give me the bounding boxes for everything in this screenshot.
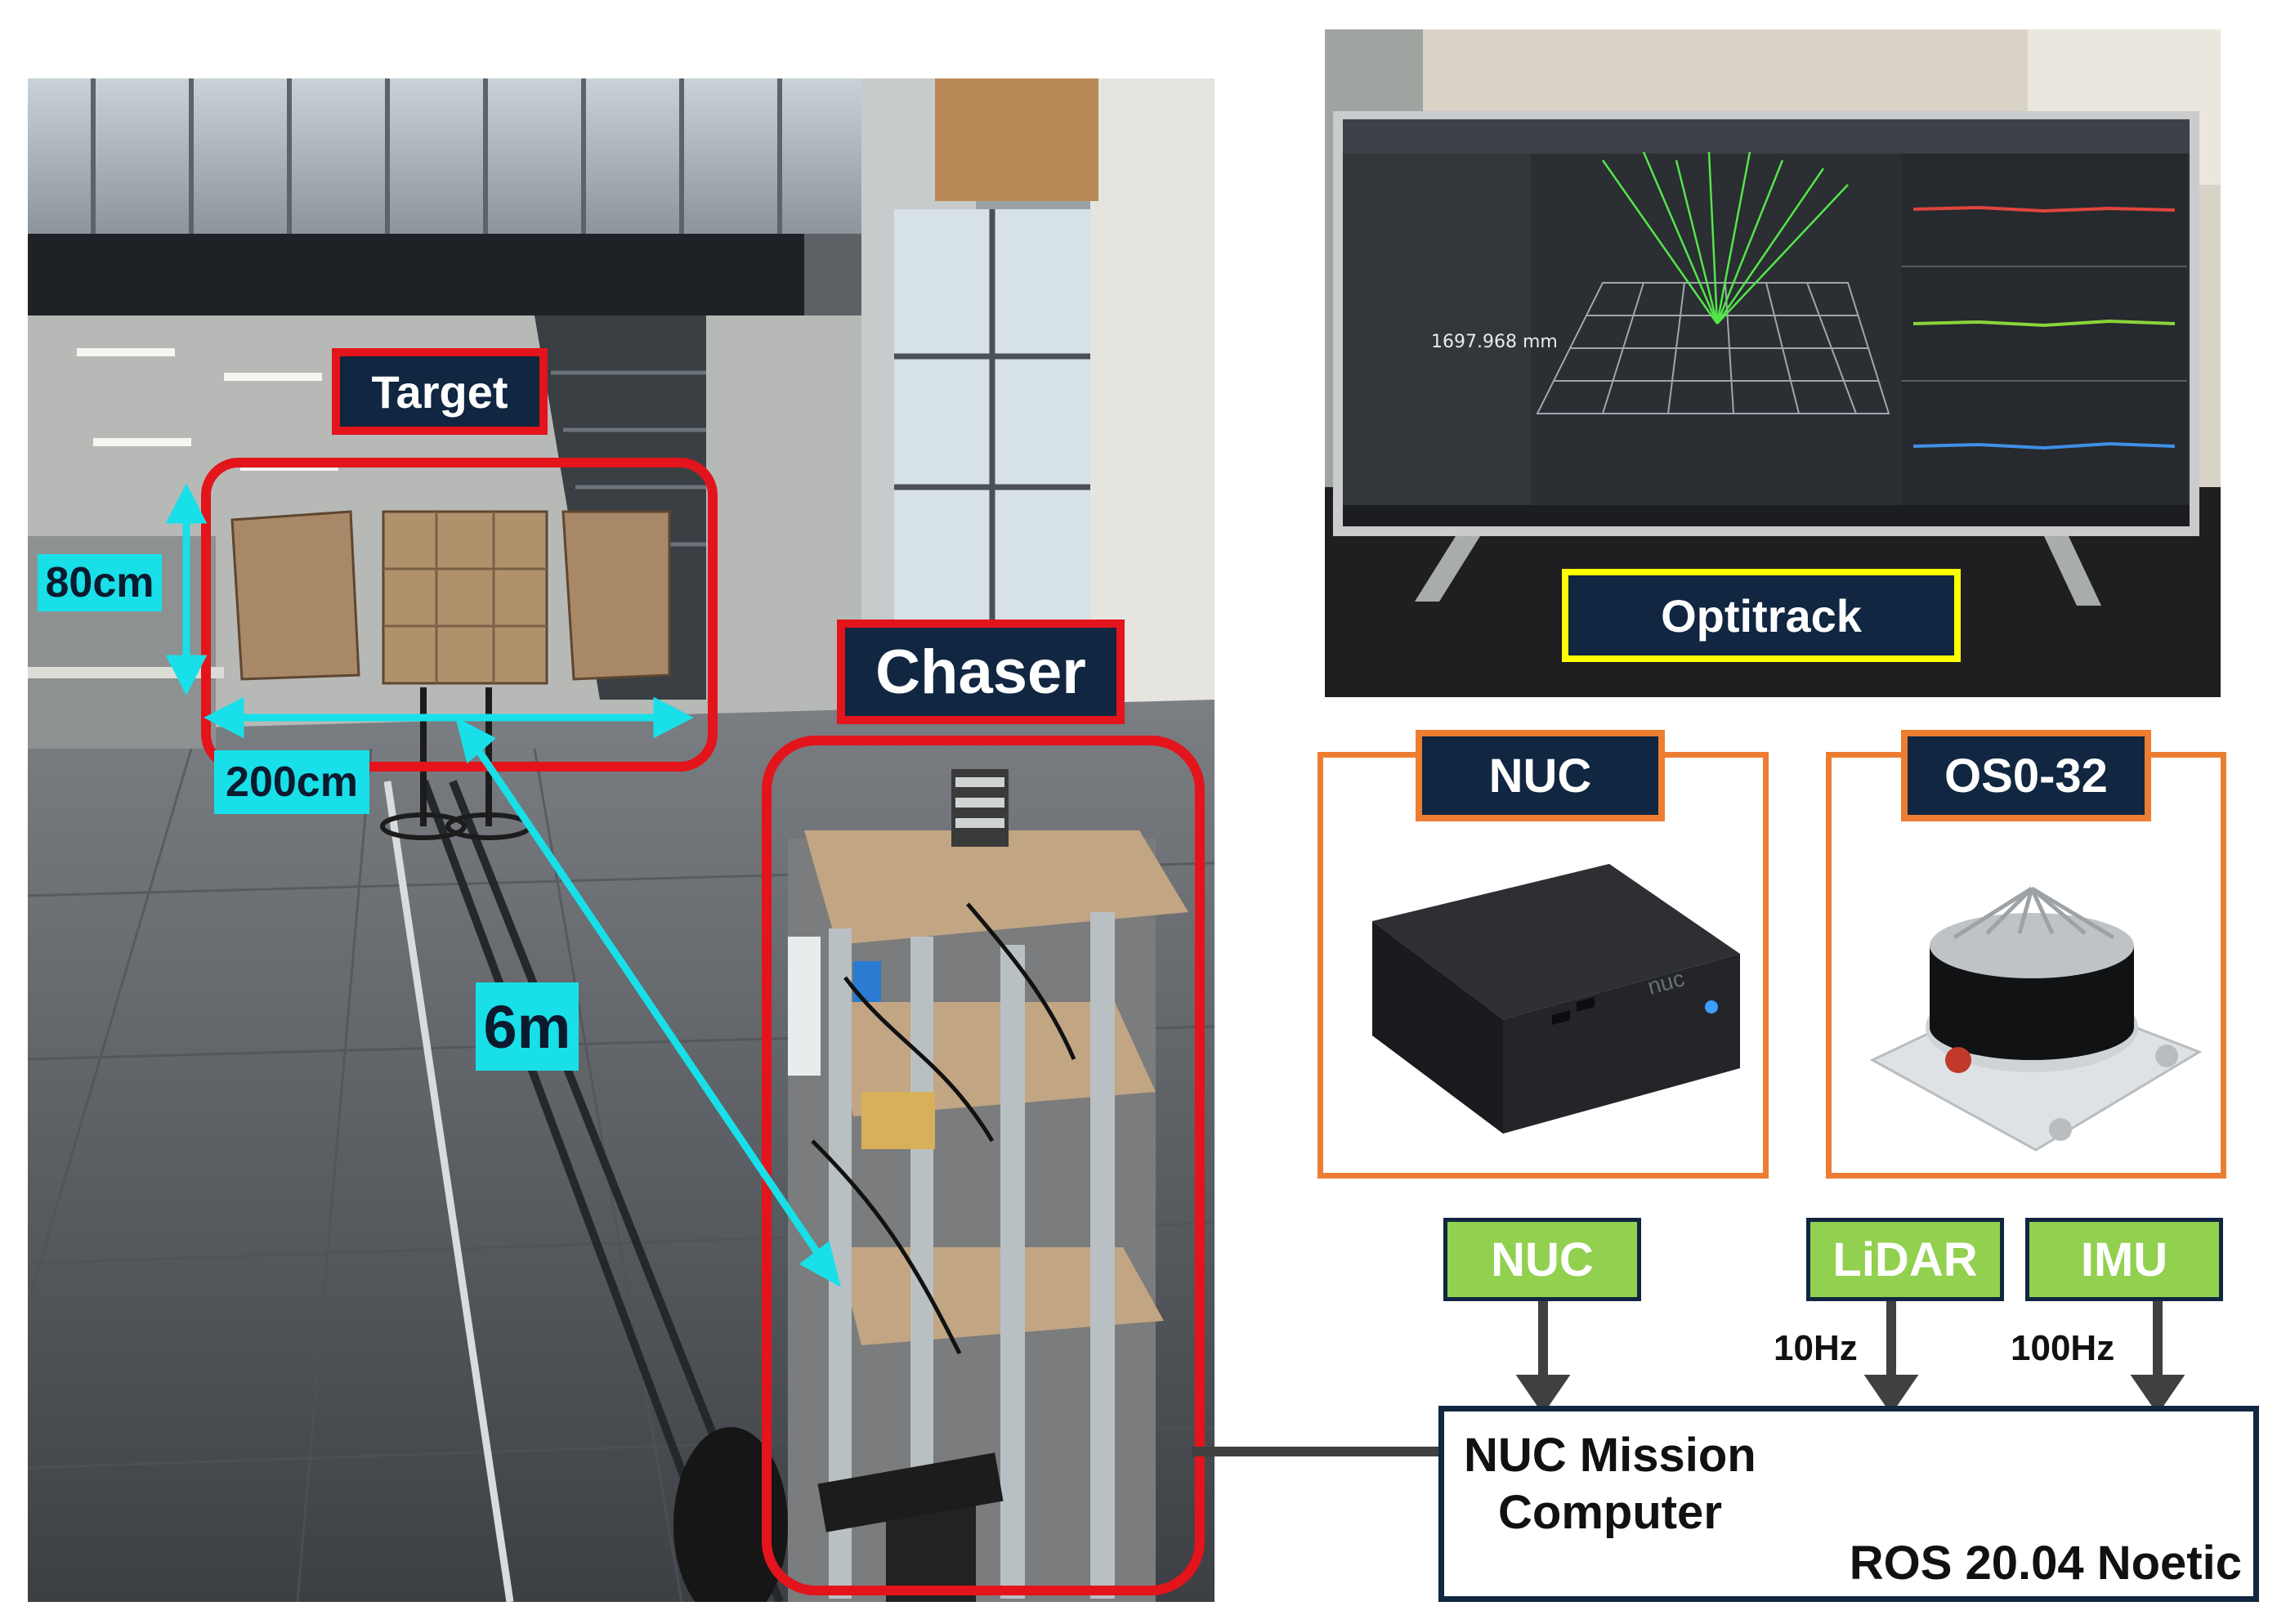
lab-scene	[28, 78, 1215, 1602]
nuc-box-title: NUC	[1416, 730, 1665, 821]
optitrack-photo: 1697.968 mm Optitrack	[1325, 29, 2221, 697]
input-lidar-block: LiDAR	[1806, 1218, 2004, 1301]
lidar-box-title: OS0-32	[1901, 730, 2151, 821]
experiment-photo: Target Chaser 80cm 200cm 6m	[28, 78, 1215, 1602]
input-imu-block: IMU	[2025, 1218, 2223, 1301]
optitrack-label: Optitrack	[1562, 569, 1961, 662]
mission-computer-title-line2: Computer	[1498, 1486, 1722, 1539]
mission-computer-os: ROS 20.04 Noetic	[1849, 1537, 2242, 1590]
chaser-highlight	[762, 736, 1205, 1595]
mission-computer-title-line1: NUC Mission	[1464, 1429, 1756, 1482]
monitor-readout: 1697.968 mm	[1431, 332, 1558, 352]
height-dimension-label: 80cm	[38, 554, 162, 611]
lidar-component-box	[1826, 752, 2226, 1179]
target-panels-graphic	[230, 510, 671, 840]
chaser-robot-graphic	[673, 769, 1188, 1602]
nuc-component-box: nuc	[1317, 752, 1769, 1179]
nuc-icon: nuc	[1372, 864, 1740, 1134]
lidar-rate-label: 10Hz	[1774, 1328, 1858, 1368]
mission-computer-box: NUC Mission Computer ROS 20.04 Noetic	[1438, 1406, 2259, 1602]
target-highlight	[201, 458, 718, 772]
width-dimension-label: 200cm	[214, 750, 369, 814]
imu-rate-label: 100Hz	[2011, 1328, 2115, 1368]
input-nuc-block: NUC	[1443, 1218, 1641, 1301]
target-label: Target	[332, 348, 548, 435]
distance-dimension-label: 6m	[476, 982, 579, 1071]
chaser-label: Chaser	[837, 620, 1125, 724]
lidar-icon	[1869, 886, 2203, 1152]
